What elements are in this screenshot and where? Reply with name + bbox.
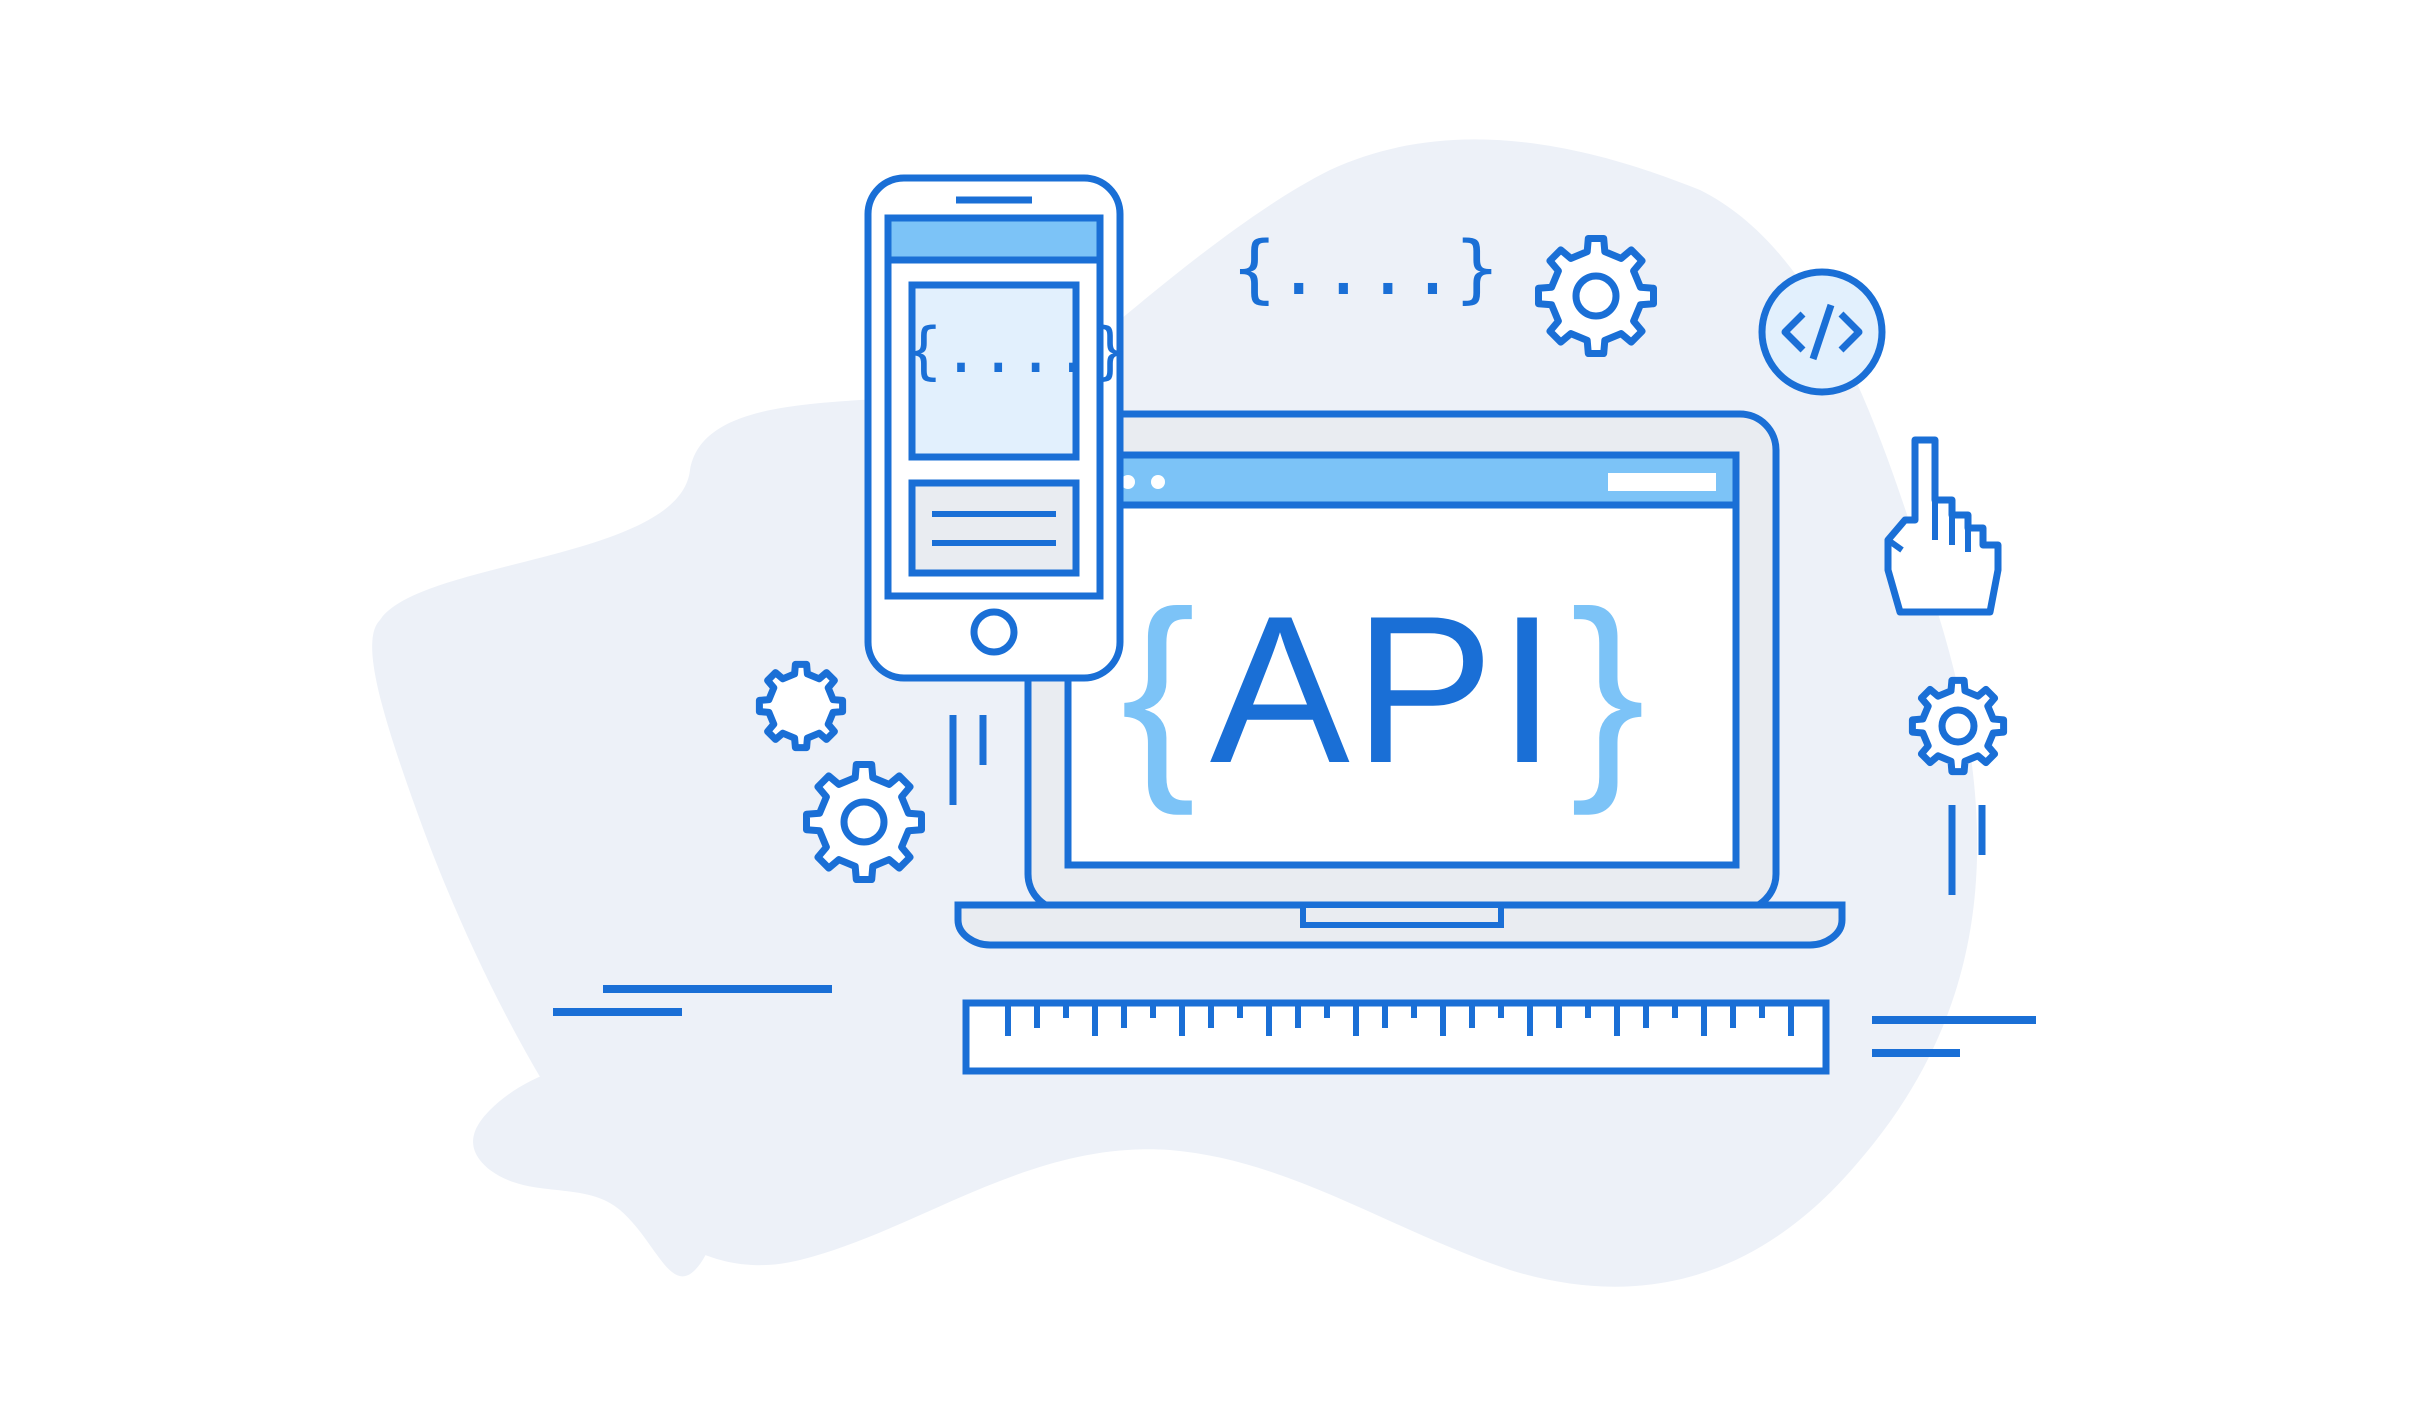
- phone-code-braces: {....}: [905, 314, 1129, 387]
- browser-dot: [1121, 475, 1135, 489]
- gear-hole: [1572, 272, 1620, 320]
- api-label: { API }: [1075, 560, 1695, 820]
- ruler-body: [962, 999, 1830, 1075]
- hand-pointer-icon: [1884, 436, 2002, 616]
- code-chevron-left: [1781, 311, 1806, 353]
- gear-hole: [840, 798, 888, 846]
- gear-hole: [1938, 706, 1978, 746]
- code-chevron-right: [1838, 311, 1863, 353]
- phone-icon: [864, 174, 1124, 682]
- gears: [755, 235, 2008, 883]
- hand-shape: [1884, 436, 2002, 616]
- brace-close: }: [1570, 563, 1650, 816]
- phone-code-panel: [908, 281, 1080, 461]
- phone-text-panel: [908, 479, 1080, 577]
- ruler-icon: [962, 999, 1830, 1075]
- decor-ticks: [949, 715, 1986, 895]
- laptop-screen: [1064, 451, 1740, 869]
- laptop-icon: [954, 410, 1846, 949]
- code-circle-icon: [1758, 268, 1886, 396]
- api-text: API: [1209, 572, 1561, 807]
- laptop-notch: [1300, 902, 1504, 928]
- curly-braces-icon: {....}: [1232, 226, 1500, 312]
- decor-lines-left: [553, 985, 832, 1016]
- gear-icon: [755, 660, 847, 752]
- browser-address-bar: [1608, 473, 1716, 491]
- phone-header-bar: [884, 214, 1104, 264]
- brace-open: {: [1120, 563, 1200, 816]
- browser-dot: [1151, 475, 1165, 489]
- small-blob: [473, 1061, 721, 1277]
- thumb-line: [1886, 537, 1904, 553]
- decor-lines-right: [1872, 1016, 2036, 1057]
- phone-home-button: [970, 608, 1018, 656]
- code-slash: [1809, 303, 1835, 361]
